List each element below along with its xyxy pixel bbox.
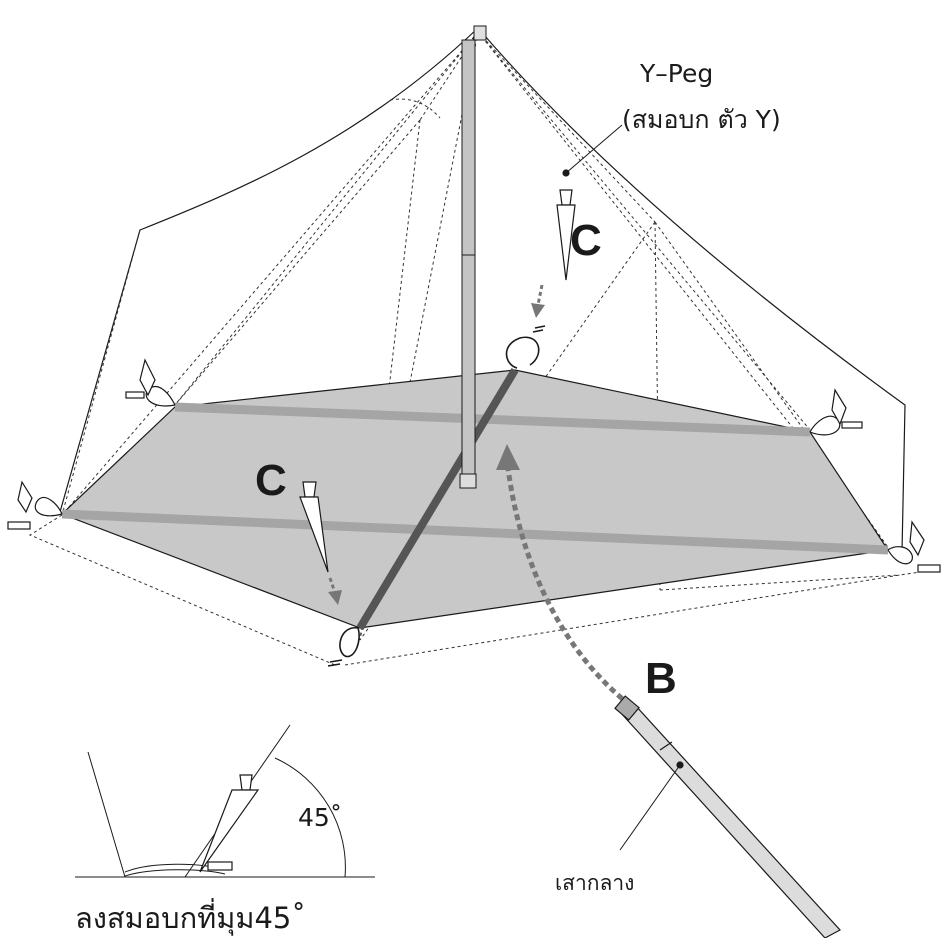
leader-lines — [565, 124, 681, 851]
center-pole-label: เสากลาง — [555, 871, 634, 895]
y-peg-label: Y–Peg — [639, 59, 713, 88]
sheet-band-lower — [61, 509, 889, 555]
y-peg-sublabel: (สมอบก ตัว Y) — [622, 105, 781, 134]
y-peg-icon — [299, 481, 329, 573]
step-c-label-lower: C — [255, 456, 287, 505]
stake-loop-icon — [7, 358, 941, 573]
front-stake-loop-icon — [327, 627, 360, 667]
tent-outline — [59, 27, 906, 553]
peg-arrow — [328, 284, 545, 605]
center-pole-icon — [459, 25, 487, 489]
inset-45-degree — [75, 724, 375, 878]
step-b-label: B — [645, 654, 677, 703]
sheet-diagonal-strap — [356, 367, 519, 631]
step-c-label-upper: C — [570, 216, 602, 265]
strap-end-loop-icon — [505, 325, 546, 369]
curved-arrow-icon — [496, 444, 632, 707]
sheet-band-upper — [174, 402, 811, 437]
angle-value: 45˚ — [298, 803, 342, 832]
y-peg-icon — [556, 169, 576, 281]
inner-tent-dotted-lines — [28, 31, 921, 666]
center-pole-b-icon — [614, 695, 841, 938]
inset-caption: ลงสมอบกที่มุม45˚ — [75, 898, 306, 936]
